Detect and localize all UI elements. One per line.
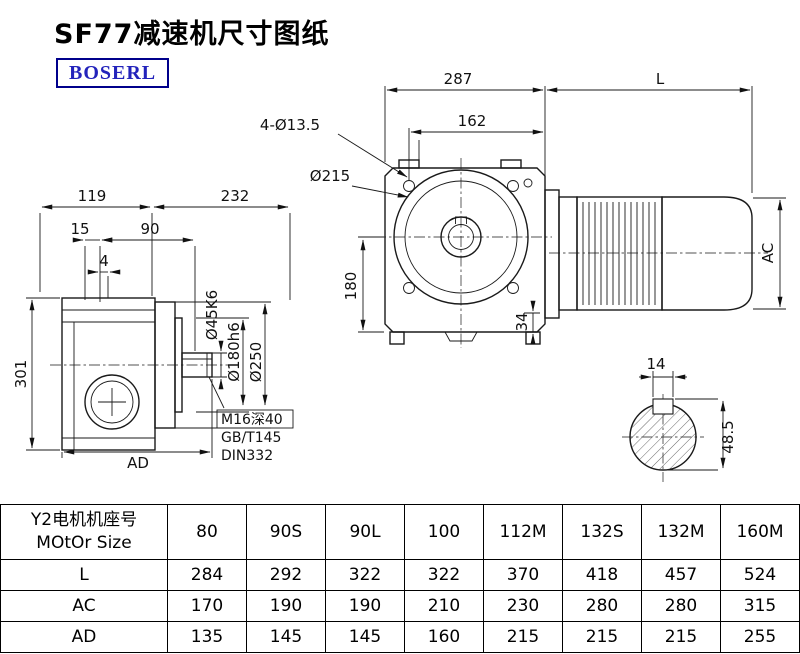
cell-AD-100: 160	[404, 621, 484, 653]
dim-48-5-label: 48.5	[719, 420, 737, 453]
row-label-AC: AC	[0, 590, 168, 622]
dim-90-label: 90	[140, 220, 159, 238]
cell-AD-90L: 145	[325, 621, 405, 653]
cell-L-90S: 292	[246, 559, 326, 591]
cell-AD-132M: 215	[641, 621, 721, 653]
header-line2: MOtOr Size	[36, 533, 132, 553]
dim-L-label: L	[656, 70, 665, 88]
dim-AD-label: AD	[127, 454, 149, 472]
table-row-AD: AD 135 145 145 160 215 215 215 255	[0, 621, 800, 653]
col-header-112M: 112M	[483, 504, 563, 560]
cell-AD-90S: 145	[246, 621, 326, 653]
side-view-labels: 119 232 15 90 4 301 AD Ø45K6 Ø180h6 Ø250…	[12, 187, 294, 472]
cell-L-112M: 370	[483, 559, 563, 591]
cell-L-80: 284	[167, 559, 247, 591]
dimension-drawing: 287 L 162 4-Ø13.5 Ø215 180 34 AC	[12, 70, 786, 482]
holes-4xd13-5-label: 4-Ø13.5	[260, 116, 320, 134]
col-header-80: 80	[167, 504, 247, 560]
front-view-centerlines	[375, 158, 768, 348]
shaft-section-dimension-lines	[639, 374, 726, 469]
col-header-90S: 90S	[246, 504, 326, 560]
dim-301-label: 301	[12, 360, 30, 389]
side-view: 119 232 15 90 4 301 AD Ø45K6 Ø180h6 Ø250…	[12, 187, 294, 472]
col-header-132M: 132M	[641, 504, 721, 560]
cell-AC-132M: 280	[641, 590, 721, 622]
side-view-extension-lines	[26, 213, 291, 458]
shaft-section-labels: 14 48.5	[646, 355, 737, 454]
page-title: SF77减速机尺寸图纸	[54, 19, 330, 50]
cell-L-160M: 524	[720, 559, 800, 591]
note-thread-label: M16深40	[221, 412, 283, 428]
boserl-logo-text: BOSERL	[69, 62, 157, 84]
shaft-section: 14 48.5	[622, 355, 737, 482]
dim-180-label: 180	[342, 272, 360, 301]
dim-34-label: 34	[513, 312, 531, 331]
cell-AD-160M: 255	[720, 621, 800, 653]
col-header-160M: 160M	[720, 504, 800, 560]
dia-215-label: Ø215	[310, 167, 350, 185]
dim-14-label: 14	[646, 355, 665, 373]
cell-AD-112M: 215	[483, 621, 563, 653]
cell-AC-160M: 315	[720, 590, 800, 622]
motor-size-table: Y2电机机座号 MOtOr Size 80 90S 90L 100 112M 1…	[0, 504, 800, 653]
shaft-section-extension-lines	[652, 371, 718, 471]
dim-287-label: 287	[444, 70, 473, 88]
row-label-L: L	[0, 559, 168, 591]
cell-AC-132S: 280	[562, 590, 642, 622]
cell-L-132S: 418	[562, 559, 642, 591]
dia-250-label: Ø250	[247, 342, 265, 382]
cell-L-90L: 322	[325, 559, 405, 591]
motor-outline	[544, 189, 753, 319]
front-view-labels: 287 L 162 4-Ø13.5 Ø215 180 34 AC	[260, 70, 777, 332]
dim-4-label: 4	[99, 252, 109, 270]
table-row-L: L 284 292 322 322 370 418 457 524	[0, 559, 800, 591]
dim-232-label: 232	[221, 187, 250, 205]
cell-AC-90L: 190	[325, 590, 405, 622]
side-view-dimension-lines	[29, 204, 289, 455]
front-view-extension-lines	[358, 86, 786, 333]
col-header-90L: 90L	[325, 504, 405, 560]
dim-AC-label: AC	[759, 243, 777, 263]
col-header-132S: 132S	[562, 504, 642, 560]
cell-AD-132S: 215	[562, 621, 642, 653]
cell-AC-90S: 190	[246, 590, 326, 622]
front-view-dimension-lines	[337, 87, 783, 345]
cell-AC-100: 210	[404, 590, 484, 622]
header-motor-size: Y2电机机座号 MOtOr Size	[0, 504, 168, 560]
cell-AD-80: 135	[167, 621, 247, 653]
dia-180h6-label: Ø180h6	[225, 322, 243, 382]
table-header-row: Y2电机机座号 MOtOr Size 80 90S 90L 100 112M 1…	[0, 504, 800, 560]
note-din-standard-label: DIN332	[221, 448, 273, 464]
cell-L-100: 322	[404, 559, 484, 591]
dim-15-label: 15	[70, 220, 89, 238]
front-view: 287 L 162 4-Ø13.5 Ø215 180 34 AC	[260, 70, 786, 348]
cell-AC-80: 170	[167, 590, 247, 622]
header-line1: Y2电机机座号	[30, 510, 138, 531]
dia-45K6-label: Ø45K6	[203, 290, 221, 340]
table-row-AC: AC 170 190 190 210 230 280 280 315	[0, 590, 800, 622]
note-gb-standard-label: GB/T145	[221, 430, 281, 446]
housing-outline	[50, 297, 230, 451]
cell-AC-112M: 230	[483, 590, 563, 622]
dim-119-label: 119	[78, 187, 107, 205]
cell-L-132M: 457	[641, 559, 721, 591]
row-label-AD: AD	[0, 621, 168, 653]
dim-162-label: 162	[458, 112, 487, 130]
boserl-logo: BOSERL	[56, 58, 170, 88]
shaft-key	[652, 398, 674, 415]
col-header-100: 100	[404, 504, 484, 560]
